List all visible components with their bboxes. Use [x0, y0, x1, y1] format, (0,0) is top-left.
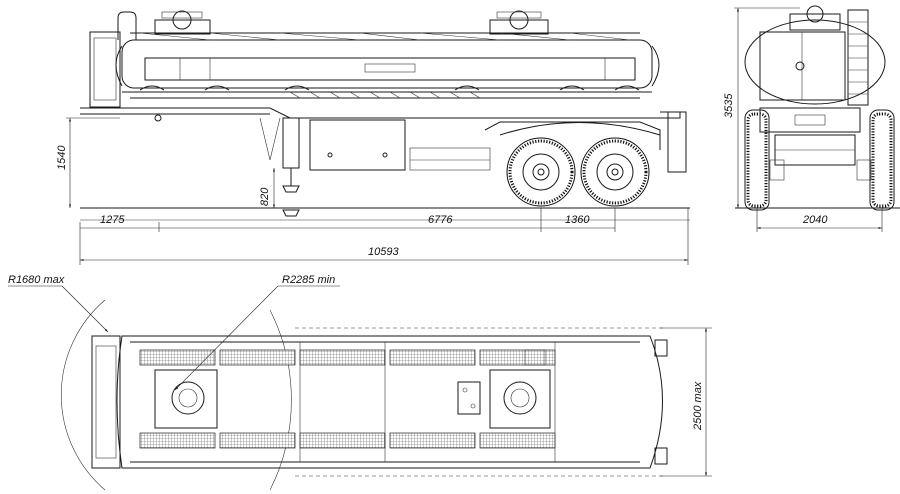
rear-view	[735, 5, 900, 211]
dim-axle-spacing: 1360	[565, 214, 590, 226]
rear-dimensions: 3535 2040	[723, 7, 883, 232]
dim-kingpin-height: 820	[259, 187, 271, 206]
dim-platform-height: 1540	[56, 145, 68, 170]
manhole-top-rear	[489, 369, 551, 429]
dim-track-width: 2040	[802, 214, 828, 226]
wheel-rear-axle	[580, 137, 650, 207]
wheel-front-axle	[506, 137, 576, 207]
manhole-rear	[489, 10, 549, 35]
manhole-top-front	[154, 369, 218, 429]
dim-width-max: 2500 max	[692, 381, 704, 431]
side-dimensions: 1540 820 1275 6776 1360 10593	[56, 117, 689, 265]
side-view	[80, 10, 690, 221]
top-view	[60, 299, 668, 491]
dim-wheelbase: 6776	[428, 214, 453, 226]
manhole-front	[154, 10, 211, 35]
dim-turning-radius: R2285 min	[282, 274, 335, 286]
top-dimensions: 2500 max R1680 max R2285 min	[8, 274, 712, 477]
dim-overall-length: 10593	[368, 246, 399, 258]
dim-front-overhang: 1275	[100, 214, 125, 226]
dim-height: 3535	[723, 93, 735, 118]
dim-front-radius: R1680 max	[8, 274, 65, 286]
